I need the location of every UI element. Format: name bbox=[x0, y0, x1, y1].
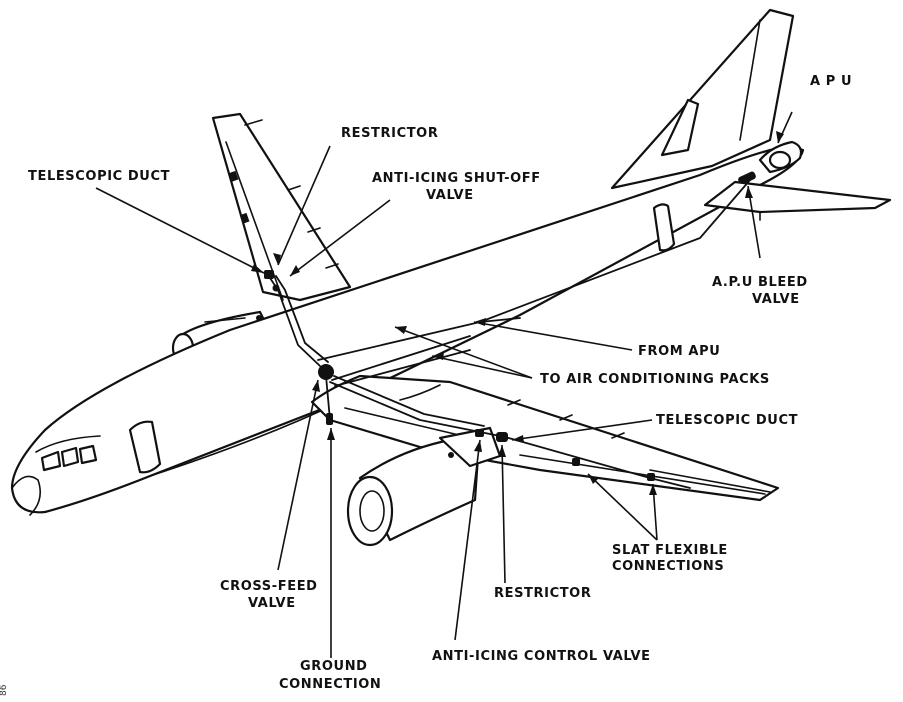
telescopic-duct-top bbox=[264, 270, 274, 279]
label-restrictor-bottom: RESTRICTOR bbox=[494, 586, 591, 601]
far-stabilizer bbox=[660, 98, 700, 157]
label-slat-flexible-line2: CONNECTIONS bbox=[612, 559, 724, 574]
label-anti-icing-shutoff-line1: ANTI-ICING SHUT-OFF bbox=[372, 171, 541, 186]
vertical-tail bbox=[610, 8, 795, 190]
label-apu-bleed-line2: VALVE bbox=[752, 292, 800, 307]
anti-icing-control-valve bbox=[475, 429, 484, 437]
label-from-apu: FROM APU bbox=[638, 344, 720, 359]
label-slat-flexible-line1: SLAT FLEXIBLE bbox=[612, 543, 728, 558]
apu-tailcone bbox=[738, 140, 803, 185]
label-anti-icing-shutoff-line2: VALVE bbox=[426, 188, 474, 203]
label-cross-feed-line1: CROSS-FEED bbox=[220, 579, 318, 594]
label-apu: A P U bbox=[810, 74, 852, 89]
restrictor-bottom bbox=[496, 432, 508, 442]
fuselage bbox=[10, 144, 805, 516]
crossfeed-valve bbox=[318, 364, 334, 380]
margin-mark: 86 bbox=[0, 684, 9, 696]
label-restrictor-top: RESTRICTOR bbox=[341, 126, 438, 141]
leader-lines bbox=[95, 111, 793, 658]
slat-connection-1 bbox=[572, 458, 580, 466]
label-ground-line1: GROUND bbox=[300, 659, 368, 674]
label-cross-feed-line2: VALVE bbox=[248, 596, 296, 611]
label-telescopic-duct-top: TELESCOPIC DUCT bbox=[28, 169, 170, 184]
labels: TELESCOPIC DUCT RESTRICTOR ANTI-ICING SH… bbox=[0, 74, 852, 696]
label-telescopic-duct-bottom: TELESCOPIC DUCT bbox=[656, 413, 798, 428]
ground-connection-port bbox=[326, 413, 333, 425]
label-apu-bleed-line1: A.P.U BLEED bbox=[712, 275, 808, 290]
label-anti-icing-control-valve: ANTI-ICING CONTROL VALVE bbox=[432, 649, 651, 664]
slat-connection-2 bbox=[647, 473, 655, 481]
label-ground-line2: CONNECTION bbox=[279, 677, 381, 692]
anti-icing-shutoff-valve bbox=[256, 315, 262, 321]
far-wing bbox=[211, 112, 352, 302]
restrictor-top bbox=[272, 284, 280, 292]
components bbox=[256, 270, 655, 481]
label-to-air-conditioning-packs: TO AIR CONDITIONING PACKS bbox=[540, 372, 770, 387]
